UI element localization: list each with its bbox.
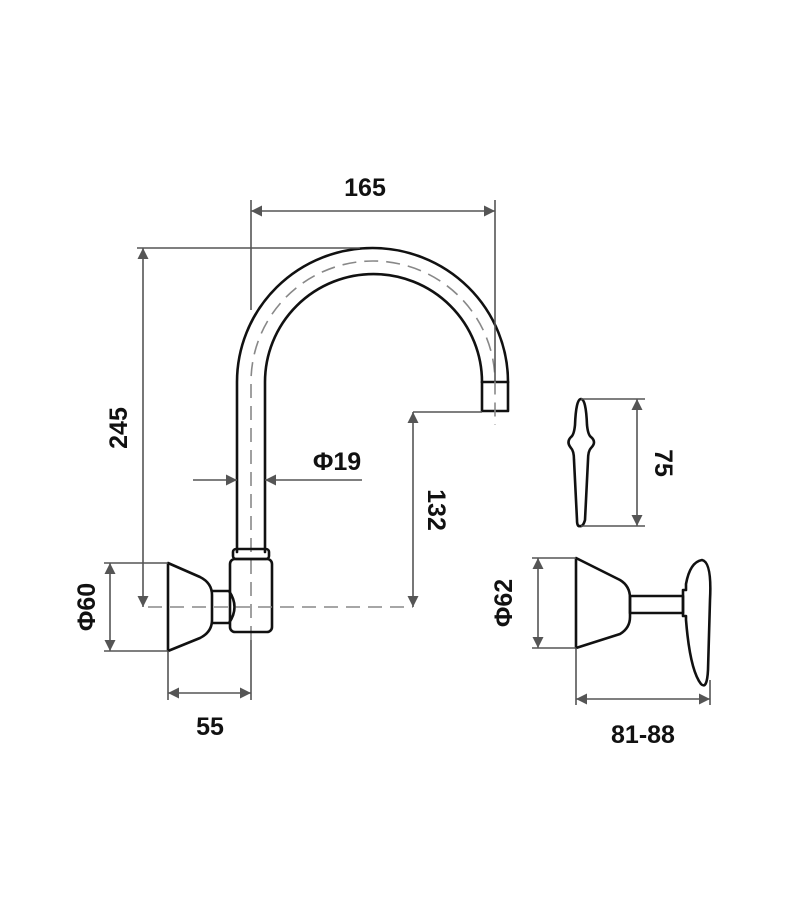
label-phi62: Φ62 — [490, 579, 518, 627]
label-165: 165 — [344, 174, 386, 202]
handle-front-view: 75 — [567, 397, 677, 528]
dimension-flange-60: Φ60 — [73, 562, 168, 652]
spout-body — [166, 547, 274, 653]
tap-side-view: Φ62 81-88 — [490, 556, 712, 749]
label-phi60: Φ60 — [73, 583, 101, 631]
dimension-outlet-height: 132 — [407, 411, 482, 607]
dimension-projection-55: 55 — [167, 640, 252, 741]
dimension-reach: 165 — [250, 174, 496, 382]
spout — [235, 246, 510, 640]
label-55: 55 — [196, 713, 224, 741]
dimension-height: 245 — [105, 247, 360, 607]
label-75: 75 — [649, 449, 677, 477]
label-phi19: Φ19 — [313, 448, 361, 476]
dimension-spout-diameter: Φ19 — [193, 448, 362, 486]
label-81-88: 81-88 — [611, 721, 675, 749]
label-132: 132 — [422, 489, 450, 531]
label-245: 245 — [105, 407, 133, 449]
